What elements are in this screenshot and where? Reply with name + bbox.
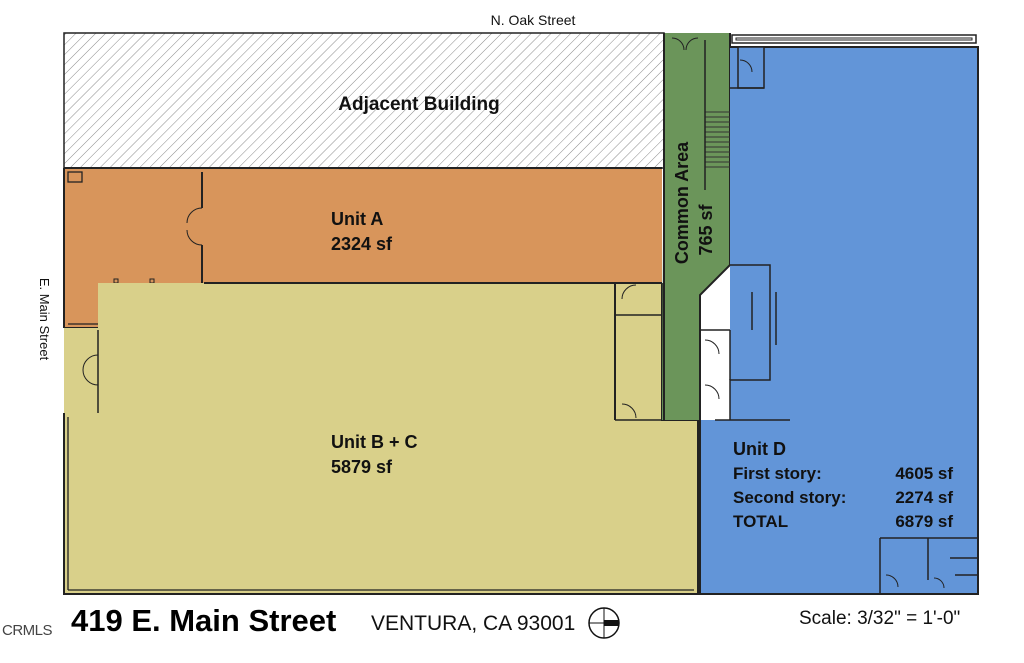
scale-label: Scale: 3/32" = 1'-0": [799, 608, 961, 629]
unit-d-row-value: 4605 sf: [895, 464, 953, 483]
adjacent-building: [63, 32, 665, 169]
unit-d-row-label: TOTAL: [733, 512, 788, 531]
unit-d-area: [699, 34, 979, 595]
unit-d-row-value: 6879 sf: [895, 512, 953, 531]
unit-d-row-label: First story:: [733, 464, 822, 483]
crmls-logo: CRMLS: [2, 622, 53, 639]
north-street-label: N. Oak Street: [491, 12, 576, 28]
unit-d-row-value: 2274 sf: [895, 488, 953, 507]
property-address: 419 E. Main Street: [71, 603, 337, 638]
common-area-name: Common Area: [672, 141, 692, 264]
floor-plan: N. Oak Street E. Main Street Adjacent Bu…: [37, 12, 979, 595]
north-arrow-icon: [588, 607, 620, 639]
unit-a-name: Unit A: [331, 209, 383, 229]
unit-d-row-label: Second story:: [733, 488, 846, 507]
unit-d-name: Unit D: [733, 439, 786, 459]
west-street-label: E. Main Street: [37, 278, 52, 361]
unit-bc-name: Unit B + C: [331, 432, 418, 452]
property-city: VENTURA, CA 93001: [371, 612, 576, 635]
unit-a-size: 2324 sf: [331, 234, 393, 254]
common-area-size: 765 sf: [696, 203, 716, 255]
unit-bc-size: 5879 sf: [331, 457, 393, 477]
adjacent-building-label: Adjacent Building: [338, 94, 500, 115]
unit-bc-area: [63, 282, 699, 595]
